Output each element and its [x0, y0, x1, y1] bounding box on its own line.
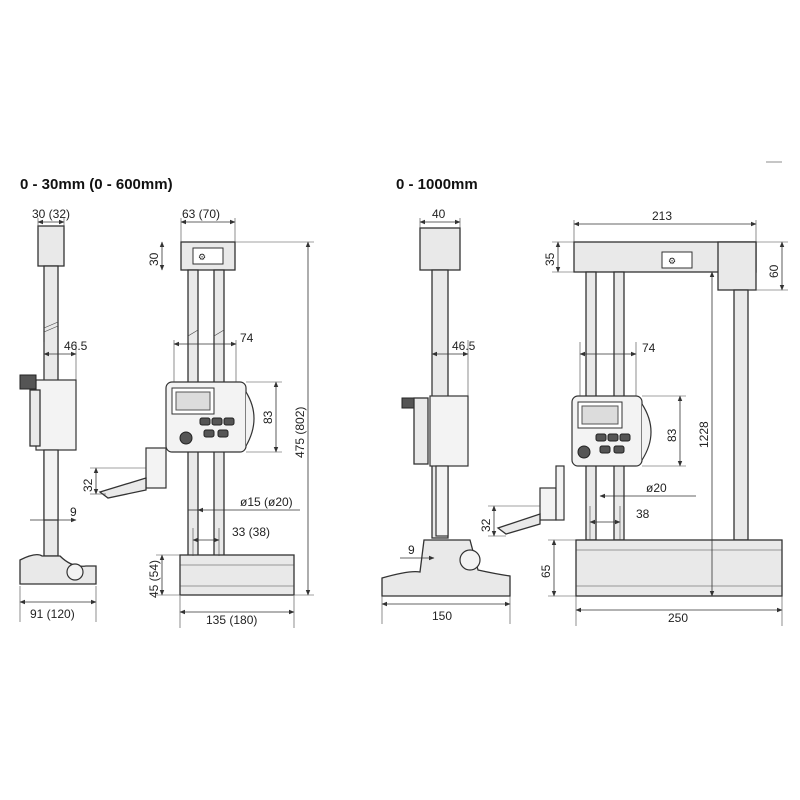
side-base — [19, 554, 97, 585]
side-base-large — [381, 539, 511, 597]
dim-column-dia-large: ø20 — [646, 481, 667, 495]
column-rear-large — [733, 289, 749, 541]
side-handle-large — [413, 397, 429, 465]
front-base — [179, 554, 295, 596]
front-scriber-holder — [145, 447, 167, 489]
side-handle — [29, 389, 41, 447]
dim-base-height-large: 65 — [539, 564, 553, 578]
dim-total-height: 475 (802) — [293, 407, 307, 458]
left-side-dims: 30 (32) 46.5 9 91 (120) — [19, 207, 97, 622]
svg-text:⚙: ⚙ — [668, 256, 676, 266]
left-front-view: ⚙ — [98, 241, 295, 596]
dim-bracket-height: 60 — [767, 264, 781, 278]
dim-beam-height: 35 — [543, 252, 557, 266]
side-slider-large — [429, 395, 469, 467]
dim-display-width-large: 74 — [642, 341, 656, 355]
right-side-dims: 40 46.5 9 150 — [381, 207, 511, 624]
dim-side-slider-depth: 46.5 — [64, 339, 88, 353]
beam-bracket — [717, 241, 757, 291]
dim-beam-width: 213 — [652, 209, 672, 223]
dim-side-top-width: 30 (32) — [32, 207, 70, 221]
dim-side-slider-depth-large: 46.5 — [452, 339, 476, 353]
side-knob — [19, 374, 37, 390]
dim-base-width: 135 (180) — [206, 613, 257, 627]
dim-total-height-large: 1228 — [697, 421, 711, 448]
dim-display-width: 74 — [240, 331, 254, 345]
right-front-dims: 213 35 60 74 83 1228 ø20 38 32 — [479, 209, 788, 626]
right-side-view — [381, 227, 511, 597]
dim-scriber-offset: 32 — [81, 478, 95, 492]
dim-side-base-width: 91 (120) — [30, 607, 75, 621]
dim-side-top-width-large: 40 — [432, 207, 446, 221]
dim-head-width: 63 (70) — [182, 207, 220, 221]
dim-side-base-width-large: 150 — [432, 609, 452, 623]
side-head-large — [419, 227, 461, 271]
dim-column-spacing-large: 38 — [636, 507, 650, 521]
display-button — [179, 431, 193, 445]
dim-side-scribe-width-large: 9 — [408, 543, 415, 557]
dim-column-dia: ø15 (ø20) — [240, 495, 293, 509]
dim-column-spacing: 33 (38) — [232, 525, 270, 539]
left-side-view — [19, 225, 97, 585]
dim-base-height: 45 (54) — [147, 560, 161, 598]
svg-text:⚙: ⚙ — [198, 252, 206, 262]
title-small-model: 0 - 30mm (0 - 600mm) — [20, 176, 173, 193]
right-front-view: ⚙ — [496, 241, 783, 597]
front-scriber — [98, 477, 147, 499]
left-front-dims: 63 (70) 30 74 83 475 (802) 32 ø15 (ø20) … — [81, 207, 314, 628]
dim-display-height-large: 83 — [665, 428, 679, 442]
side-head — [37, 225, 65, 267]
front-scriber-holder-large — [539, 487, 557, 521]
side-scriber-large — [435, 465, 449, 537]
side-scriber — [43, 449, 59, 521]
dim-scriber-offset-large: 32 — [479, 518, 493, 532]
dim-head-height: 30 — [147, 252, 161, 266]
side-slider — [35, 379, 77, 451]
front-scriber-large — [496, 513, 541, 535]
dim-side-scribe-width: 9 — [70, 505, 77, 519]
dim-display-height: 83 — [261, 410, 275, 424]
title-large-model: 0 - 1000mm — [396, 176, 478, 193]
front-base-large — [575, 539, 783, 597]
dim-base-width-large: 250 — [668, 611, 688, 625]
